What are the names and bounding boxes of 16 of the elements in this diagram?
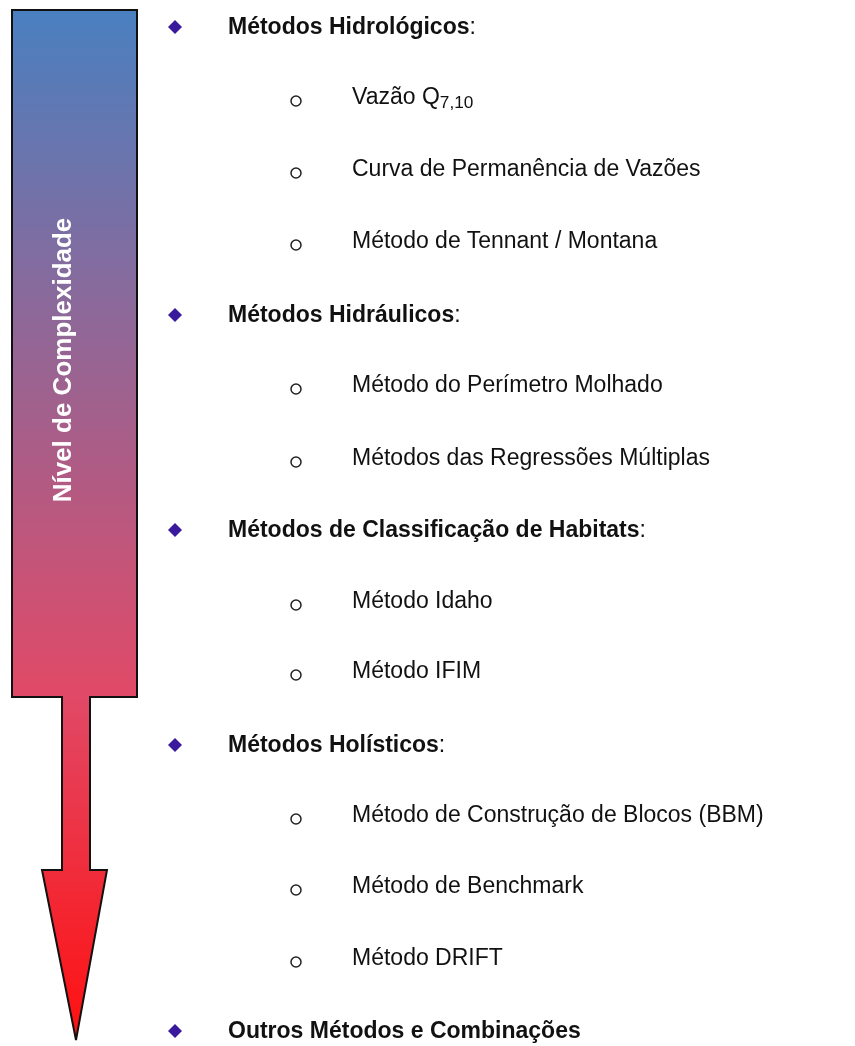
category-heading: Outros Métodos e Combinações: [228, 1019, 581, 1042]
method-item: Método DRIFT: [352, 946, 503, 969]
category-heading: Métodos de Classificação de Habitats:: [228, 518, 646, 541]
method-item: Método de Construção de Blocos (BBM): [352, 803, 764, 826]
axis-label: Nível de Complexidade: [49, 217, 75, 503]
category-heading: Métodos Holísticos:: [228, 733, 446, 756]
method-item: Métodos das Regressões Múltiplas: [352, 446, 710, 469]
method-item: Método de Tennant / Montana: [352, 229, 658, 252]
method-item: Método Idaho: [352, 589, 493, 612]
method-item: Método IFIM: [352, 659, 482, 682]
method-item: Curva de Permanência de Vazões: [352, 157, 701, 180]
method-item: Vazão Q$_{7,10}$: [352, 85, 474, 108]
category-heading: Métodos Hidrológicos:: [228, 15, 476, 38]
method-item: Método do Perímetro Molhado: [352, 373, 663, 396]
category-heading: Métodos Hidráulicos:: [228, 303, 461, 326]
method-item: Método de Benchmark: [352, 874, 584, 897]
